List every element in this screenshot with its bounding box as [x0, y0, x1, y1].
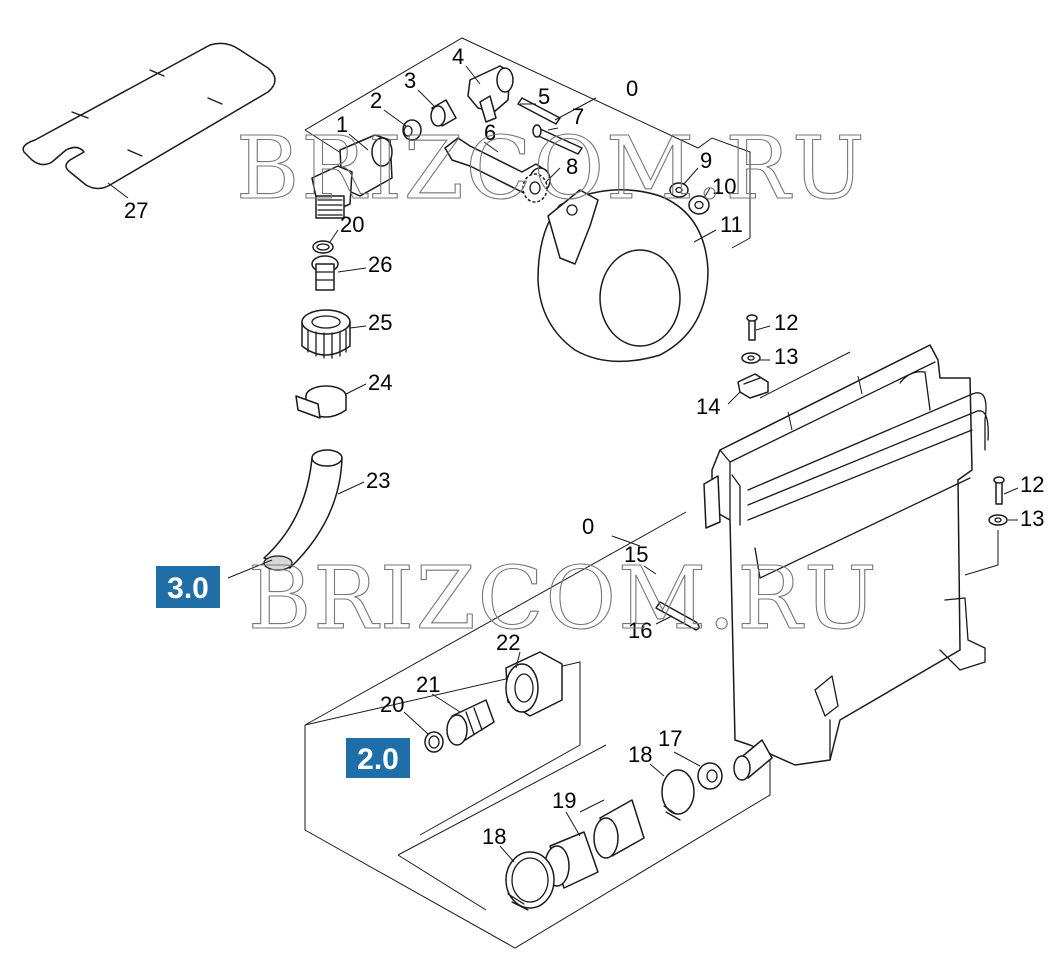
- part-12-screw-b: [993, 476, 1005, 505]
- leader-lines: [107, 65, 1019, 863]
- watermark-bottom: BRIZCOM.RU: [248, 549, 879, 649]
- part-27-cover-plate: [22, 42, 276, 190]
- part-24-hose-clamp: [295, 385, 347, 419]
- label-24: 24: [368, 370, 392, 395]
- label-14: 14: [696, 394, 720, 419]
- label-7: 7: [572, 104, 584, 129]
- part-11-float: [537, 189, 709, 363]
- part-20-o-ring-lower: [424, 731, 444, 753]
- part-13-washer-a: [741, 352, 761, 364]
- tank-outlet-connector: [733, 739, 773, 781]
- label-3: 3: [404, 68, 416, 93]
- part-16-cotter-pin: [655, 601, 700, 631]
- part-18-clamp-upper: [661, 769, 695, 821]
- label-9: 9: [700, 148, 712, 173]
- tank: [703, 344, 989, 766]
- label-27: 27: [124, 198, 148, 223]
- part-21-fitting: [446, 699, 495, 746]
- part-17-grommet: [697, 762, 723, 790]
- label-19: 19: [552, 788, 576, 813]
- label-15: 15: [624, 542, 648, 567]
- label-20-top: 20: [340, 212, 364, 237]
- badge-2-0-text: 2.0: [357, 743, 399, 776]
- label-12-top: 12: [774, 310, 798, 335]
- part-9-washer: [669, 182, 689, 198]
- label-25: 25: [368, 310, 392, 335]
- label-12-side: 12: [1020, 472, 1044, 497]
- label-21: 21: [416, 672, 440, 697]
- badge-3-0: 3.0: [156, 566, 220, 608]
- label-5: 5: [538, 84, 550, 109]
- label-13-top: 13: [774, 344, 798, 369]
- label-0-bottom: 0: [582, 514, 594, 539]
- label-26: 26: [368, 252, 392, 277]
- badge-3-0-text: 3.0: [167, 572, 209, 605]
- label-22: 22: [496, 630, 520, 655]
- part-23-hose: [263, 449, 343, 571]
- part-3-sleeve: [430, 99, 457, 127]
- part-7-bolt: [532, 124, 583, 155]
- part-1-valve-body: [311, 134, 393, 219]
- label-20-bottom: 20: [380, 692, 404, 717]
- label-6: 6: [484, 120, 496, 145]
- label-0-top: 0: [626, 76, 638, 101]
- label-18-lower: 18: [482, 824, 506, 849]
- label-4: 4: [452, 44, 464, 69]
- part-18-clamp-lower: [505, 851, 555, 911]
- part-12-screw-a: [746, 314, 758, 341]
- label-17: 17: [658, 726, 682, 751]
- label-18-upper: 18: [628, 742, 652, 767]
- part-25-union-nut: [301, 309, 351, 359]
- part-14-clip: [737, 373, 769, 399]
- label-8: 8: [566, 154, 578, 179]
- part-2-ring: [402, 119, 422, 141]
- lower-assembly-frame: [304, 511, 771, 949]
- label-11: 11: [720, 212, 743, 237]
- part-22-union-nut: [505, 651, 563, 717]
- label-10: 10: [712, 174, 736, 199]
- part-20-o-ring-top: [312, 240, 334, 254]
- label-13-side: 13: [1020, 506, 1044, 531]
- badge-2-0: 2.0: [346, 738, 410, 778]
- part-10-nut: [688, 195, 710, 215]
- label-1: 1: [336, 112, 348, 137]
- part-labels: 27 1 2 3 4 5 0 6 7 8 9 10 11 20 26 25 24…: [124, 44, 1044, 849]
- part-19-sleeve: [544, 799, 645, 889]
- watermark-top: BRIZCOM.RU: [236, 119, 867, 219]
- part-26-hose-nipple: [311, 255, 339, 291]
- part-4-actuator: [467, 65, 514, 123]
- part-13-washer-b: [988, 514, 1008, 526]
- label-16: 16: [628, 618, 652, 643]
- label-23: 23: [366, 468, 390, 493]
- part-8-gear-nut: [522, 173, 548, 203]
- label-2: 2: [370, 88, 382, 113]
